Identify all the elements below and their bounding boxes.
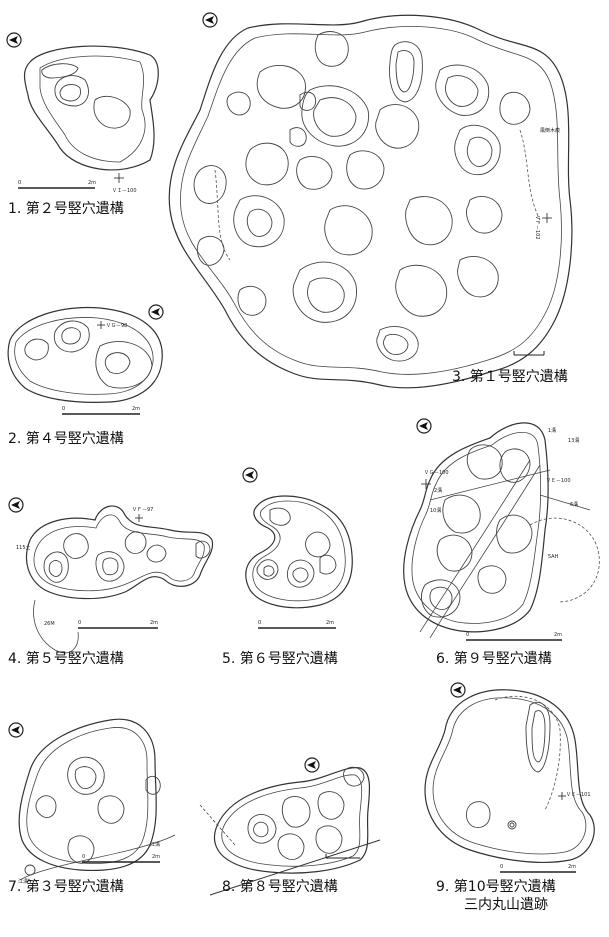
note-label: 風倒木痕 — [540, 127, 560, 134]
figure-caption: 5. 第６号竪穴遺構 — [222, 651, 338, 667]
trench-label: 2溝 — [434, 487, 442, 494]
scale-label: 2m — [150, 620, 158, 626]
survey-point-label: ＶＧ－98 — [106, 323, 127, 329]
scale-label: 2m — [152, 854, 160, 860]
figure-5-plan: 0 2m — [242, 467, 353, 629]
survey-point-label: ＶＥ－101 — [566, 792, 591, 798]
north-arrow-icon — [8, 497, 24, 513]
trench-label: 10溝 — [430, 507, 441, 514]
svg-text:0: 0 — [62, 406, 65, 412]
north-arrow-icon — [148, 304, 164, 320]
figure-caption: 2. 第４号竪穴遺構 — [8, 431, 124, 447]
figure-caption: 6. 第９号竪穴遺構 — [436, 651, 552, 667]
pit-label: 5AH — [548, 554, 559, 560]
survey-point-label: ＶＦ－102 — [534, 215, 540, 240]
scale-label: 2m — [326, 620, 334, 626]
scale-label: 2m — [88, 180, 96, 186]
svg-text:0: 0 — [500, 864, 503, 870]
side-label: 江溝 — [150, 841, 160, 848]
figure-caption: 8. 第８号竪穴遺構 — [222, 879, 338, 895]
side-label: 江溝 — [18, 878, 28, 885]
figure-7-plan: 江溝 江溝 0 2m — [8, 718, 176, 885]
survey-point-label: ＶＧ－100 — [424, 470, 449, 476]
figure-1-plan: 0 2m ＶＩ－100 — [6, 32, 159, 194]
north-arrow-icon — [202, 12, 218, 28]
north-arrow-icon — [8, 722, 24, 738]
figure-9-plan: ＶＥ－101 0 2m — [424, 682, 595, 873]
svg-text:0: 0 — [18, 180, 21, 186]
scale-label: 2m — [132, 406, 140, 412]
site-name: 三内丸山遺跡 — [464, 897, 548, 913]
trench-label: 6溝 — [570, 501, 578, 508]
side-label: 26M — [44, 621, 55, 627]
north-arrow-icon — [242, 467, 258, 483]
svg-text:0: 0 — [78, 620, 81, 626]
figure-3-plan: 風倒木痕 ＶＦ－102 — [168, 12, 573, 389]
north-arrow-icon — [416, 418, 432, 434]
survey-point-label: ＶＩ－100 — [112, 188, 137, 194]
figure-4-plan: 115土 26M ＶＦ－97 0 2m — [8, 497, 214, 654]
svg-text:0: 0 — [466, 632, 469, 638]
trench-label: 13溝 — [568, 437, 579, 444]
scale-label: 2m — [554, 632, 562, 638]
survey-point-label: ＶＥ－100 — [546, 478, 571, 484]
survey-point-label: ＶＦ－97 — [132, 507, 153, 513]
figure-caption: 4. 第５号竪穴遺構 — [8, 651, 124, 667]
svg-text:0: 0 — [82, 854, 85, 860]
figure-6-plan: 1溝 13溝 2溝 6溝 10溝 5AH ＶＧ－100 ＶＥ－100 0 2m — [403, 418, 600, 641]
north-arrow-icon — [304, 757, 320, 773]
figure-caption: 1. 第２号竪穴遺構 — [8, 201, 124, 217]
figure-2-plan: ＶＧ－98 0 2m — [7, 304, 164, 415]
svg-text:0: 0 — [258, 620, 261, 626]
scale-label: 2m — [568, 864, 576, 870]
figure-caption: 7. 第３号竪穴遺構 — [8, 879, 124, 895]
figure-caption: 9. 第10号竪穴遺構 — [436, 879, 556, 895]
north-arrow-icon — [450, 682, 466, 698]
side-label: 115土 — [16, 544, 31, 551]
figure-8-plan — [199, 757, 381, 896]
north-arrow-icon — [6, 32, 22, 48]
trench-label: 1溝 — [548, 427, 556, 434]
figure-caption: 3. 第１号竪穴遺構 — [452, 369, 568, 385]
